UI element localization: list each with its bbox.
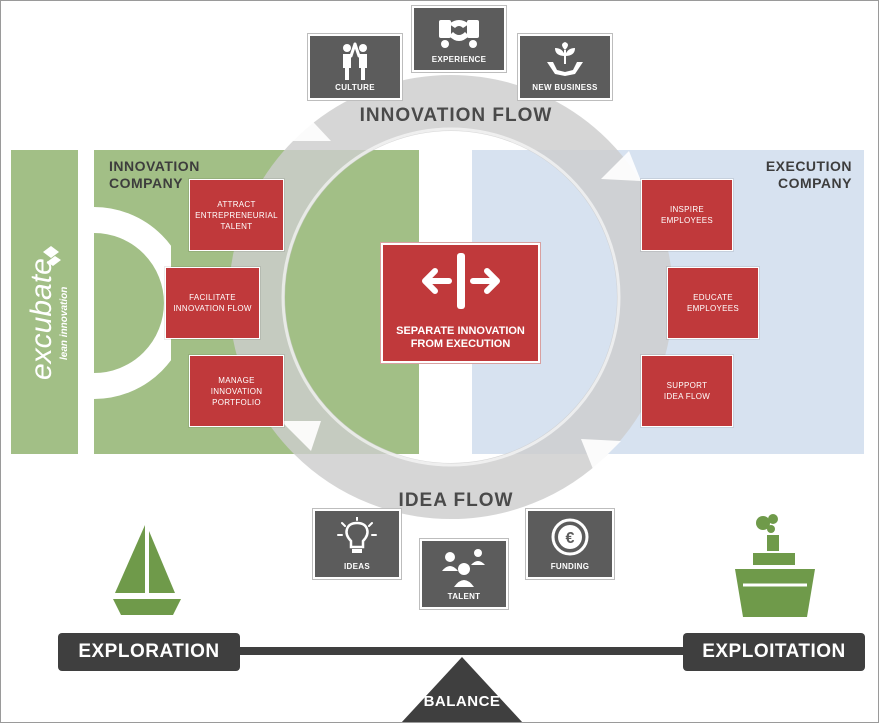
- high-five-icon: [343, 42, 367, 80]
- ship-icon: [735, 514, 815, 617]
- idea-flow-label: IDEA FLOW: [399, 490, 514, 511]
- balance-pivot: [401, 657, 523, 722]
- innovation-flow-label: INNOVATION FLOW: [360, 105, 553, 126]
- euro-coin-icon: €: [551, 518, 589, 556]
- split-arrows-icon: [422, 253, 500, 309]
- people-icon: [442, 549, 485, 587]
- exploration-label: EXPLORATION: [58, 633, 240, 671]
- execution-company-title: EXECUTION COMPANY: [765, 158, 852, 191]
- experience-label: EXPERIENCE: [431, 55, 487, 64]
- brand-emblem: excubate lean innovation: [25, 207, 171, 399]
- facilitate-flow-box: FACILITATE INNOVATION FLOW: [165, 267, 260, 339]
- sailboat-icon: [113, 525, 181, 615]
- handshake-icon: [439, 20, 479, 48]
- brand-name: excubate: [25, 258, 58, 380]
- experience-tile: EXPERIENCE: [412, 6, 506, 72]
- balance-beam: [231, 647, 691, 655]
- brand-tagline: lean innovation: [59, 287, 70, 360]
- funding-label: FUNDING: [550, 562, 590, 571]
- new-business-label: NEW BUSINESS: [532, 83, 598, 92]
- exploitation-label: EXPLOITATION: [683, 633, 865, 671]
- lightbulb-icon: [337, 517, 377, 553]
- ideas-tile: IDEAS: [313, 509, 401, 579]
- brand-logo-icon: [43, 246, 61, 266]
- separate-innovation-box: SEPARATE INNOVATION FROM EXECUTION: [381, 243, 540, 363]
- sprout-hands-icon: [547, 42, 583, 76]
- balance-label: BALANCE: [423, 693, 501, 710]
- center-label: SEPARATE INNOVATION FROM EXECUTION: [396, 325, 525, 350]
- culture-label: CULTURE: [335, 83, 375, 92]
- funding-tile: € FUNDING: [526, 509, 614, 579]
- educate-employees-box: EDUCATE EMPLOYEES: [667, 267, 759, 339]
- support-idea-flow-box: SUPPORT IDEA FLOW: [641, 355, 733, 427]
- new-business-tile: NEW BUSINESS: [518, 34, 612, 100]
- talent-label: TALENT: [447, 592, 481, 601]
- innovation-company-title: INNOVATION COMPANY: [109, 158, 200, 191]
- svg-text:€: €: [566, 530, 575, 547]
- ideas-label: IDEAS: [344, 562, 370, 571]
- manage-portfolio-box: MANAGE INNOVATION PORTFOLIO: [189, 355, 284, 427]
- talent-tile: TALENT: [420, 539, 508, 609]
- culture-tile: CULTURE: [308, 34, 402, 100]
- attract-talent-box: ATTRACT ENTREPRENEURIAL TALENT: [189, 179, 284, 251]
- inspire-employees-box: INSPIRE EMPLOYEES: [641, 179, 733, 251]
- panel-divider-strip: [78, 150, 94, 454]
